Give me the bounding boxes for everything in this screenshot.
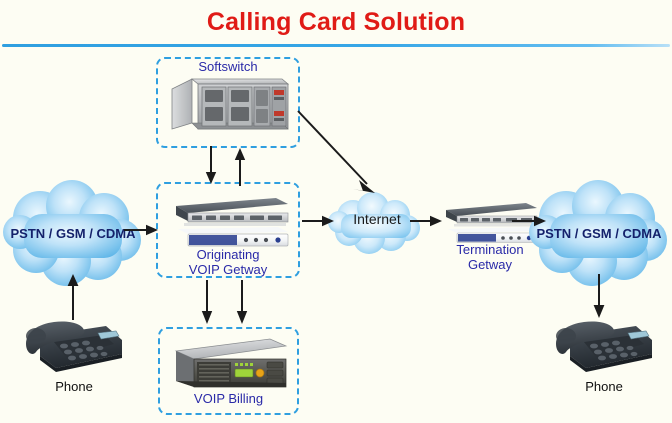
originating-gateway-rack-icon — [168, 194, 290, 248]
pstn-left-cloud-icon — [2, 178, 144, 288]
originating-gateway-label-line1: Originating — [196, 247, 260, 262]
termination-gateway-rack-icon — [440, 200, 540, 244]
page-title: Calling Card Solution — [206, 8, 466, 36]
phone-left-icon — [22, 314, 126, 376]
softswitch-server-icon — [170, 73, 292, 135]
arrow-originating-gateway-to-billing-2 — [234, 280, 250, 326]
softswitch-label: Softswitch — [198, 59, 258, 74]
arrow-originating-gateway-to-softswitch — [232, 146, 248, 186]
voip-billing-server-icon — [172, 337, 290, 393]
originating-gateway-label-line2: VOIP Getway — [188, 262, 268, 277]
termination-gateway-label-line1: Termination — [456, 242, 524, 257]
arrow-termination-gateway-to-pstn — [512, 213, 548, 229]
pstn-right-label: PSTN / GSM / CDMA — [536, 226, 662, 241]
phone-left-label: Phone — [55, 379, 93, 394]
arrow-originating-gateway-to-billing-1 — [199, 280, 215, 326]
arrow-phone-left-to-pstn — [64, 272, 82, 320]
voip-billing-label: VOIP Billing — [193, 391, 264, 406]
arrow-internet-to-termination-gateway — [410, 213, 444, 229]
arrow-pstn-to-phone-right — [590, 274, 608, 320]
arrow-originating-gateway-to-internet — [302, 213, 336, 229]
phone-right-icon — [552, 314, 656, 376]
softswitch-group-box — [156, 57, 300, 148]
arrow-softswitch-to-internet — [295, 108, 385, 200]
internet-label: Internet — [353, 211, 401, 227]
voip-billing-group-box — [158, 327, 299, 415]
phone-right-label: Phone — [585, 379, 623, 394]
pstn-left-label: PSTN / GSM / CDMA — [10, 226, 136, 241]
arrow-softswitch-to-originating-gateway — [203, 146, 219, 186]
pstn-right-cloud-icon — [528, 178, 670, 288]
termination-gateway-label-line2: Getway — [467, 257, 513, 272]
title-divider — [2, 44, 670, 47]
arrow-pstn-to-originating-gateway — [124, 222, 160, 238]
